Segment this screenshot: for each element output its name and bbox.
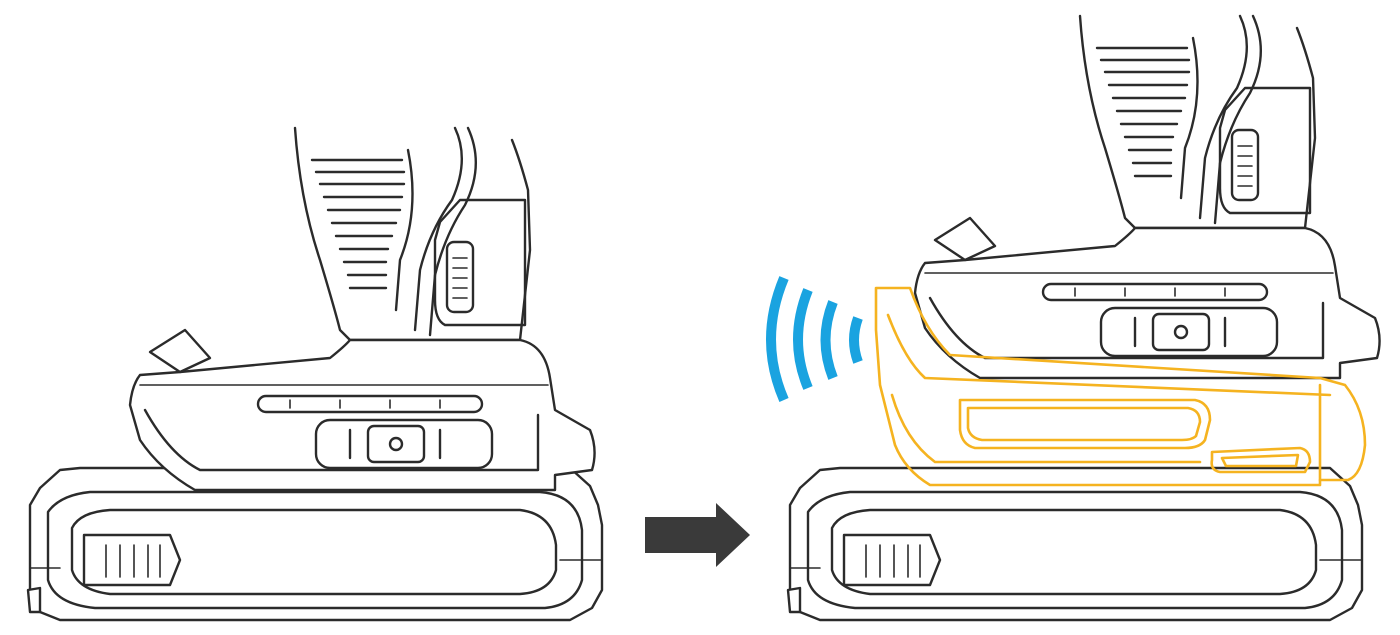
panel-before: [28, 128, 602, 620]
battery-icon: [788, 468, 1362, 620]
drill-icon: [130, 128, 595, 490]
drill-icon: [915, 16, 1380, 378]
arrow-right-icon: [645, 503, 750, 567]
wireless-signal-icon: [771, 278, 858, 400]
panel-after: [771, 16, 1380, 620]
